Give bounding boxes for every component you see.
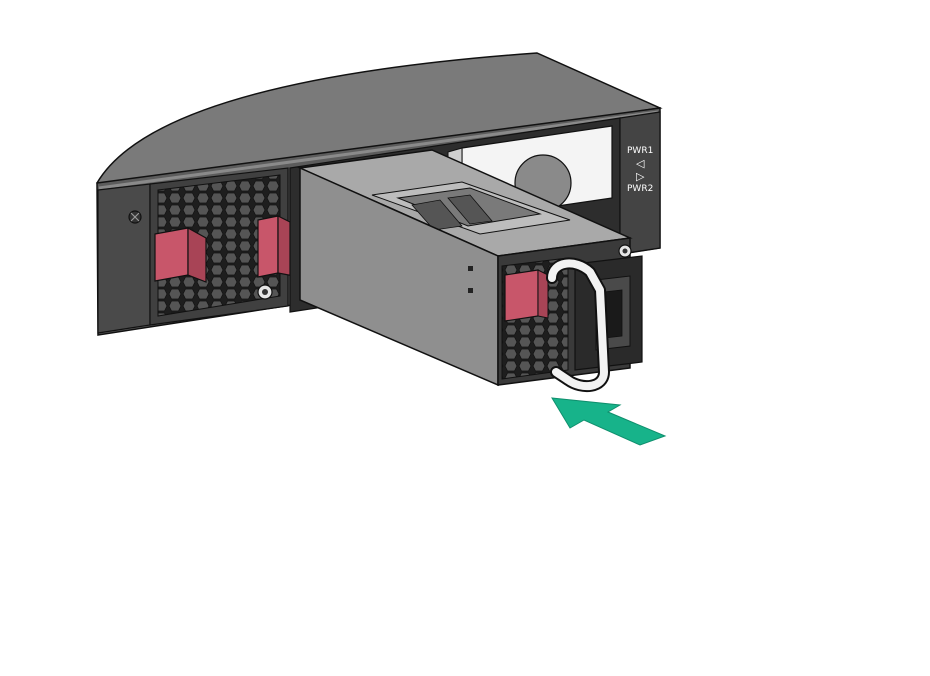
slot-label-pwr2: PWR2 [627, 184, 653, 194]
fan-screw-icon[interactable] [257, 284, 273, 300]
slot-arrow-up: ◁ [636, 157, 645, 170]
fan-tray [149, 167, 295, 326]
module-screw-icon[interactable] [618, 244, 632, 258]
slot-label-pwr1: PWR1 [627, 146, 653, 156]
slot-label-panel [619, 111, 661, 255]
fan-latch-right[interactable] [257, 215, 295, 278]
module-handle-icon[interactable] [546, 257, 610, 393]
slot-arrow-down: ▷ [636, 170, 645, 183]
insert-direction-arrow-icon [551, 397, 667, 446]
module-release-latch[interactable] [504, 269, 549, 322]
fan-latch-left[interactable] [154, 226, 207, 283]
power-supply-module[interactable] [297, 149, 643, 393]
chassis-top-surface [96, 52, 663, 191]
ground-screw-icon [128, 210, 142, 224]
chassis-left-panel [97, 183, 151, 334]
